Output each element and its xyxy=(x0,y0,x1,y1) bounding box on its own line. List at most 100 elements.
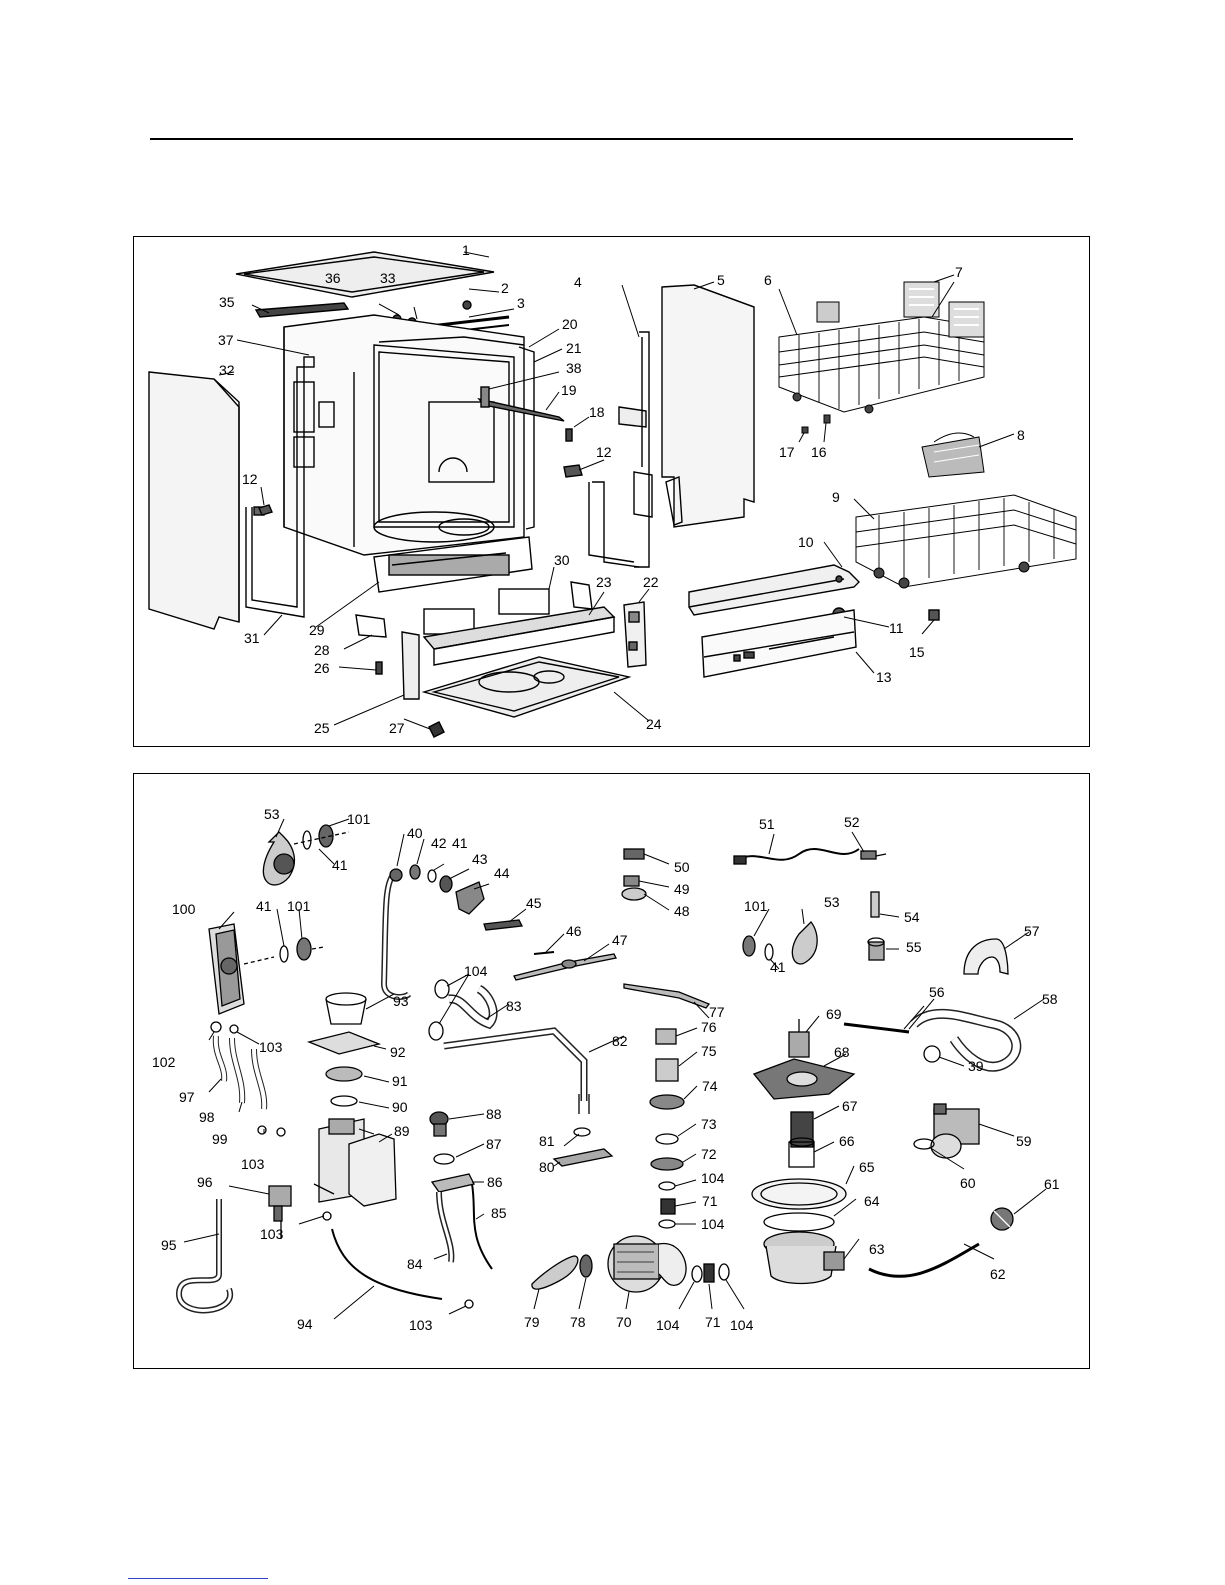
part-71-spring-column xyxy=(660,1198,676,1215)
callout-71-column: 71 xyxy=(702,1193,718,1209)
callout-65: 65 xyxy=(859,1159,875,1175)
part-41-ring-left xyxy=(279,945,289,963)
callout-76: 76 xyxy=(701,1019,717,1035)
part-93-softener-cap xyxy=(325,992,367,1025)
callout-10: 10 xyxy=(798,534,814,550)
callout-13: 13 xyxy=(876,669,892,685)
part-53-fan-right xyxy=(742,921,818,965)
part-56-wire xyxy=(843,1022,910,1034)
callout-39: 39 xyxy=(968,1058,984,1074)
part-75-bearing xyxy=(655,1058,679,1082)
part-69-filter-stem xyxy=(788,1019,810,1058)
callout-94: 94 xyxy=(297,1316,313,1332)
callout-102: 102 xyxy=(152,1054,176,1070)
callout-33: 33 xyxy=(380,270,396,286)
callout-56: 56 xyxy=(929,984,945,1000)
callout-104-top: 104 xyxy=(464,963,488,979)
callout-17: 17 xyxy=(779,444,795,460)
hydraulics-drawing: 39 40 41 41 41 41 42 43 44 45 46 47 48 4… xyxy=(152,806,1060,1333)
callout-6: 6 xyxy=(764,272,772,288)
part-53-fan-housing xyxy=(262,831,296,886)
callout-50: 50 xyxy=(674,859,690,875)
part-76-bearing xyxy=(655,1028,677,1045)
part-82-spray-pipe xyxy=(443,1027,590,1114)
callout-20: 20 xyxy=(562,316,578,332)
part-74-ring xyxy=(649,1094,685,1110)
callout-81: 81 xyxy=(539,1133,555,1149)
callout-92: 92 xyxy=(390,1044,406,1060)
callout-104-col2: 104 xyxy=(701,1216,725,1232)
callout-84: 84 xyxy=(407,1256,423,1272)
part-61-pressure-switch xyxy=(990,1207,1014,1231)
part-64-seal xyxy=(763,1212,835,1232)
callout-23: 23 xyxy=(596,574,612,590)
part-88-valve xyxy=(429,1111,449,1137)
part-72-ring xyxy=(650,1157,684,1171)
part-tub xyxy=(283,314,525,556)
callout-74: 74 xyxy=(702,1078,718,1094)
callout-49: 49 xyxy=(674,881,690,897)
callout-24: 24 xyxy=(646,716,662,732)
part-door-gasket xyxy=(378,336,535,530)
callout-101-left: 101 xyxy=(287,898,311,914)
callout-45: 45 xyxy=(526,895,542,911)
part-77-lower-spray-arm xyxy=(623,983,711,1009)
part-45-tube xyxy=(483,919,523,931)
callout-104-pump1: 104 xyxy=(656,1317,680,1333)
callout-59: 59 xyxy=(1016,1133,1032,1149)
part-hoses-97-99 xyxy=(212,1035,268,1110)
callout-85: 85 xyxy=(491,1205,507,1221)
part-controller-plate xyxy=(623,601,647,668)
callout-95: 95 xyxy=(161,1237,177,1253)
part-66-filter xyxy=(788,1137,815,1168)
callout-22: 22 xyxy=(643,574,659,590)
callout-103-top: 103 xyxy=(259,1039,283,1055)
part-95-inlet-hose xyxy=(175,1199,234,1314)
part-91-softener-ring xyxy=(325,1066,363,1082)
callout-72: 72 xyxy=(701,1146,717,1162)
callout-103-mid: 103 xyxy=(241,1156,265,1172)
callout-2: 2 xyxy=(501,280,509,296)
cabinet-callout-labels: 1 2 3 4 5 6 7 8 9 10 11 12 12 13 15 16 1… xyxy=(218,242,1025,736)
part-100-heat-exchanger xyxy=(208,923,275,1015)
callout-8: 8 xyxy=(1017,427,1025,443)
callout-101-top: 101 xyxy=(347,811,371,827)
callout-19: 19 xyxy=(561,382,577,398)
part-104-seals-top xyxy=(428,979,450,1041)
callout-12-left: 12 xyxy=(242,471,258,487)
callout-64: 64 xyxy=(864,1193,880,1209)
callout-54: 54 xyxy=(904,909,920,925)
part-86-tee xyxy=(430,1173,475,1193)
callout-99: 99 xyxy=(212,1131,228,1147)
panel-cabinet: 1 2 3 4 5 6 7 8 9 10 11 12 12 13 15 16 1… xyxy=(133,236,1090,747)
callout-71-pump: 71 xyxy=(705,1314,721,1330)
callout-40: 40 xyxy=(407,825,423,841)
part-85-tube xyxy=(471,1183,493,1270)
callout-5: 5 xyxy=(717,272,725,288)
callout-35: 35 xyxy=(219,294,235,310)
callout-29: 29 xyxy=(309,622,325,638)
part-door-panel xyxy=(661,284,755,528)
callout-42: 42 xyxy=(431,835,447,851)
callout-69: 69 xyxy=(826,1006,842,1022)
leader-lines xyxy=(218,251,1015,730)
callout-32: 32 xyxy=(219,362,235,378)
part-rail-bar xyxy=(477,386,565,422)
part-48-50-sensor xyxy=(621,848,647,901)
part-42-43-rings xyxy=(409,864,453,893)
callout-103-bottom: 103 xyxy=(409,1317,433,1333)
callout-41-right: 41 xyxy=(770,959,786,975)
callout-11: 11 xyxy=(889,620,904,636)
part-84-hose xyxy=(436,1191,455,1263)
cabinet-drawing: 1 2 3 4 5 6 7 8 9 10 11 12 12 13 15 16 1… xyxy=(148,242,1077,738)
callout-97: 97 xyxy=(179,1089,195,1105)
callout-53-right: 53 xyxy=(824,894,840,910)
part-65-filter-ring xyxy=(751,1178,847,1210)
part-101-fan-top xyxy=(293,824,350,850)
part-top-cover xyxy=(235,251,495,298)
callout-44: 44 xyxy=(494,865,510,881)
callout-90: 90 xyxy=(392,1099,408,1115)
part-94-hose xyxy=(331,1228,443,1300)
part-59-drain-pump xyxy=(930,1103,980,1159)
callout-53-left: 53 xyxy=(264,806,280,822)
